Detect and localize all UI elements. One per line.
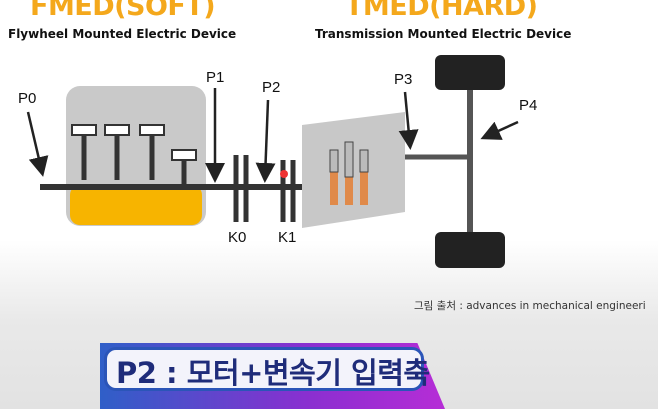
label-k1: K1	[278, 229, 296, 246]
label-p4: P4	[519, 97, 537, 114]
clutch-k0	[233, 155, 249, 222]
label-p2: P2	[262, 79, 280, 96]
fmed-subtitle: Flywheel Mounted Electric Device	[8, 27, 237, 41]
fmed-title: FMED(SOFT)	[30, 0, 216, 22]
label-k0: K0	[228, 229, 246, 246]
tmed-title: TMED(HARD)	[345, 0, 538, 22]
engine	[66, 86, 206, 226]
tmed-subtitle: Transmission Mounted Electric Device	[315, 27, 572, 41]
label-p0: P0	[18, 90, 36, 107]
pointer-dot	[280, 170, 288, 178]
label-p1: P1	[206, 69, 224, 86]
powertrain-diagram: P0 P1 P2 P3 P4 K0 K1	[18, 55, 537, 268]
transmission	[302, 112, 405, 228]
caption-box	[104, 347, 424, 391]
arrows	[26, 88, 519, 183]
label-p3: P3	[394, 71, 412, 88]
image-credit: 그림 출처 : advances in mechanical engineeri	[414, 300, 646, 312]
axle	[435, 55, 505, 268]
caption-text: P2 : 모터+변속기 입력축	[116, 356, 430, 390]
clutch-k1	[280, 160, 296, 222]
